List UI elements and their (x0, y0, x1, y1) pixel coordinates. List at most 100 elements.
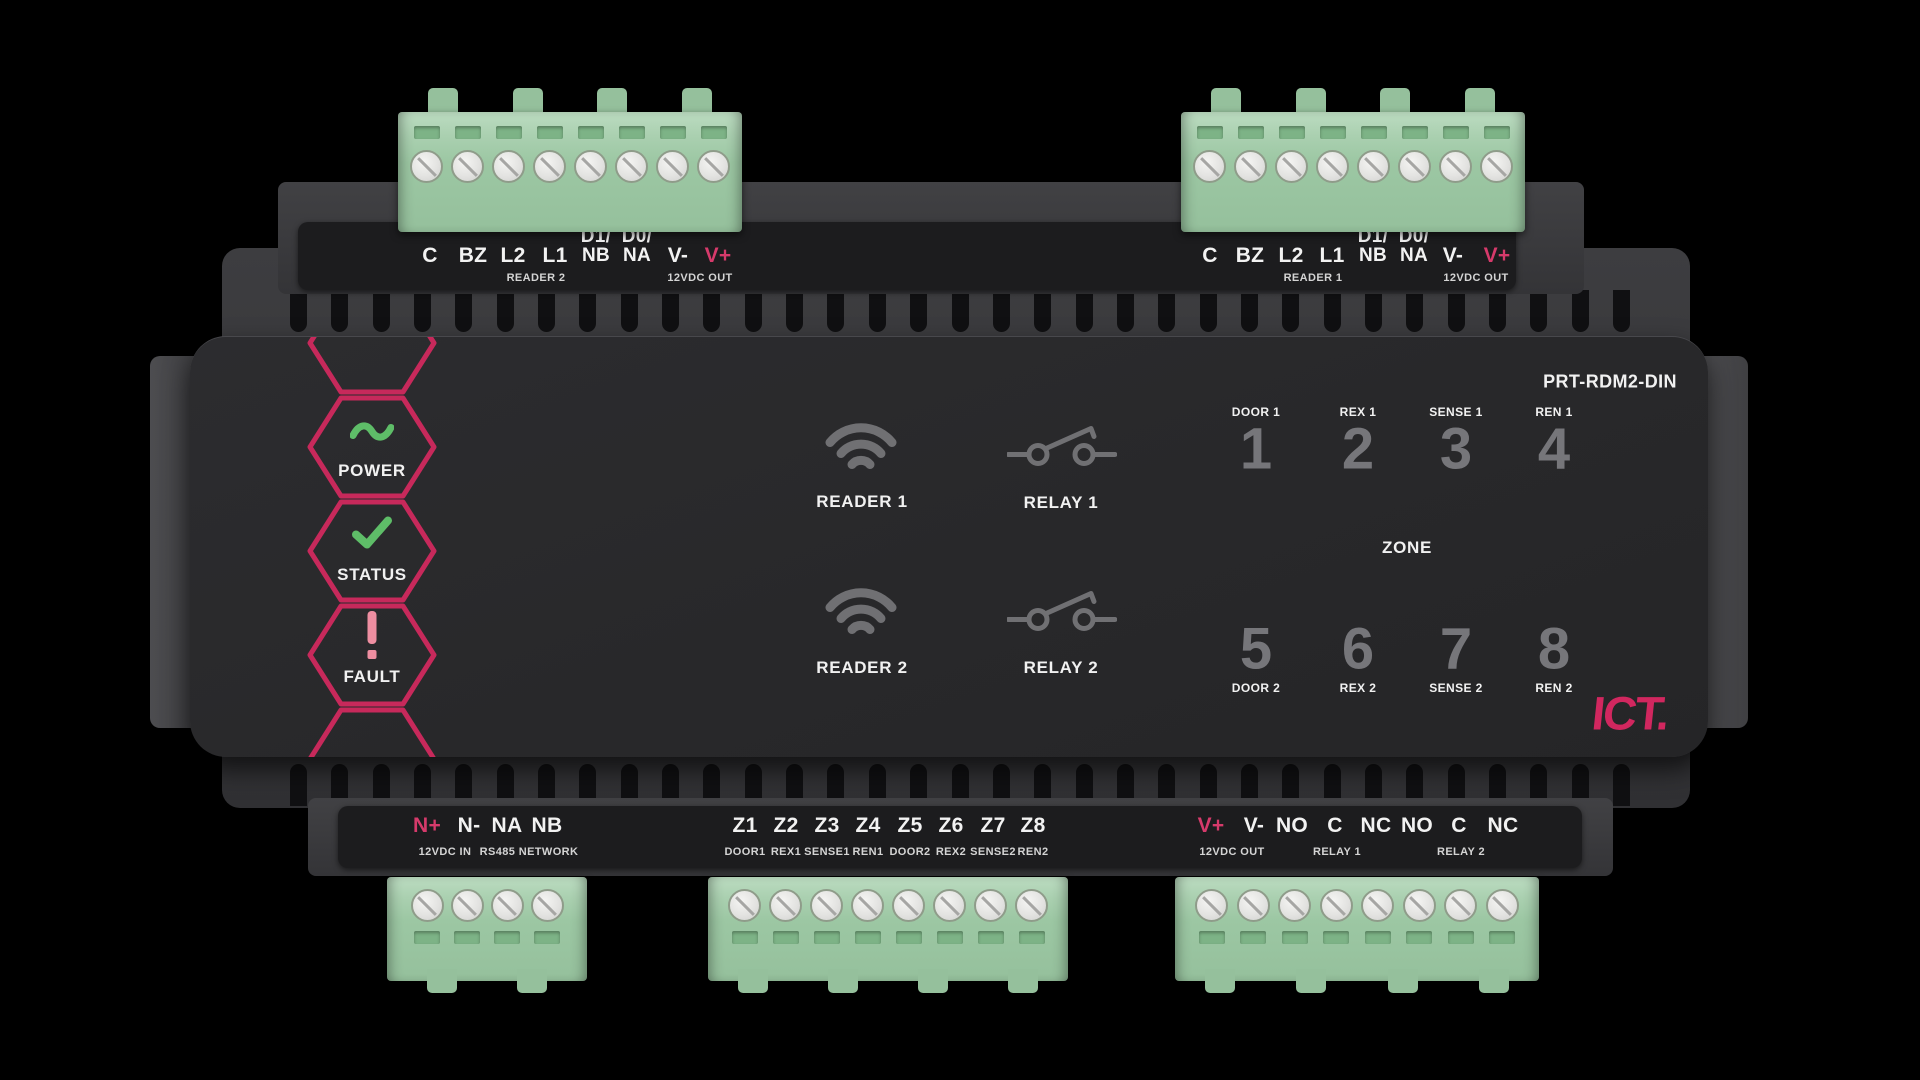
zone-title: ZONE (1381, 538, 1433, 557)
tslot (1278, 126, 1305, 139)
tslot (1196, 126, 1223, 139)
tslot (414, 931, 440, 944)
foot (1387, 969, 1418, 993)
vent-slot (951, 764, 969, 806)
ict-logo: ICT. (1589, 686, 1671, 740)
terminal-d0-na: D0/ NA (1398, 226, 1430, 266)
vent-slot (1116, 290, 1134, 332)
group-label-reader1: READER 1 (1283, 272, 1343, 284)
screw-row (1195, 889, 1519, 922)
terminal-screw (410, 889, 444, 922)
terminal-screw (533, 150, 566, 183)
vent-slot (1075, 764, 1093, 806)
terminal-n-plus: N+ (412, 814, 442, 837)
vent-slot (1323, 290, 1341, 332)
tslot (659, 126, 686, 139)
foot (1205, 969, 1235, 993)
vent-slot (331, 290, 349, 332)
terminal-block-feet (1211, 88, 1495, 112)
zone-sub-ren2: REN2 (1017, 846, 1049, 858)
terminal-l1: L1 (1319, 244, 1345, 267)
terminal-screw (1234, 150, 1267, 183)
terminal-c: C (1202, 244, 1218, 267)
tslot (936, 931, 963, 944)
tslot (495, 126, 522, 139)
terminal-v-minus: V- (1243, 814, 1265, 837)
zone-sub-door1: DOOR1 (724, 846, 766, 858)
terminal-screw (530, 889, 564, 922)
foot (681, 88, 712, 112)
vent-slot (910, 764, 928, 806)
terminal-no: NO (1275, 814, 1309, 837)
tslot (1323, 931, 1350, 944)
terminal-screw (974, 889, 1007, 922)
tslot (1319, 126, 1346, 139)
vent-slot (1613, 290, 1630, 332)
vent-slot (1406, 290, 1424, 332)
terminal-d1-nb: D1/ NB (1357, 226, 1389, 266)
vent-slot (579, 290, 597, 332)
foot (428, 88, 458, 112)
terminal-screw (656, 150, 689, 183)
vent-slot (703, 764, 721, 806)
din-clip-left (150, 356, 196, 728)
terminal-n-minus: N- (457, 814, 481, 837)
foot (1008, 969, 1038, 993)
vent-slot (290, 290, 307, 332)
terminal-l1: L1 (542, 244, 568, 267)
zone-number-1: 1 (1239, 416, 1273, 482)
zone4-ren1-label: REN 1 (1535, 405, 1573, 419)
zone-sub-ren1: REN1 (852, 846, 884, 858)
terminal-z3: Z3 (814, 814, 840, 837)
terminal-screw (697, 150, 730, 183)
tslot (700, 126, 727, 139)
terminal-v-plus: V+ (1197, 814, 1225, 837)
wire-slots (731, 931, 1045, 944)
terminal-screw (1236, 889, 1270, 922)
foot (427, 969, 457, 993)
zone1-door1-label: DOOR 1 (1231, 405, 1281, 419)
terminal-d0-na: D0/ NA (621, 226, 653, 266)
tslot (494, 931, 520, 944)
vent-slot (1034, 764, 1052, 806)
relay2-label: RELAY 2 (1023, 658, 1099, 677)
terminal-z8: Z8 (1020, 814, 1046, 837)
terminal-v-plus: V+ (704, 244, 732, 267)
vent-slot (1613, 764, 1630, 806)
vent-slot (786, 290, 804, 332)
vent-slot (1530, 764, 1548, 806)
vent-slot (1571, 290, 1589, 332)
terminal-screw (574, 150, 607, 183)
tslot (1489, 931, 1516, 944)
terminal-screw (1398, 150, 1431, 183)
fault-exclamation-icon (367, 611, 377, 659)
vent-slot (1158, 290, 1176, 332)
terminal-screw (490, 889, 524, 922)
terminal-v-plus: V+ (1483, 244, 1511, 267)
terminal-screw (451, 150, 484, 183)
tslot (813, 931, 840, 944)
terminal-z6: Z6 (938, 814, 964, 837)
fault-label: FAULT (343, 667, 401, 686)
reader2-wifi-icon (823, 580, 899, 643)
vent-slot (290, 764, 307, 806)
vent-slot (1240, 290, 1258, 332)
vent-slot (1406, 764, 1424, 806)
terminal-v-minus: V- (667, 244, 689, 267)
terminal-block-bottom-right (1175, 877, 1539, 981)
power-label: POWER (338, 461, 406, 480)
tslot (1360, 126, 1387, 139)
vent-slot (1364, 290, 1382, 332)
terminal-block-feet (428, 88, 712, 112)
foot (738, 969, 768, 993)
terminal-screw (410, 150, 443, 183)
vent-slot (331, 764, 349, 806)
terminal-block-feet (427, 969, 547, 993)
terminal-screw (933, 889, 966, 922)
tslot (977, 931, 1004, 944)
zone7-sense2-label: SENSE 2 (1429, 681, 1483, 695)
terminal-z2: Z2 (773, 814, 799, 837)
vent-slot (868, 764, 886, 806)
vent-slot (662, 764, 680, 806)
tslot (731, 931, 758, 944)
